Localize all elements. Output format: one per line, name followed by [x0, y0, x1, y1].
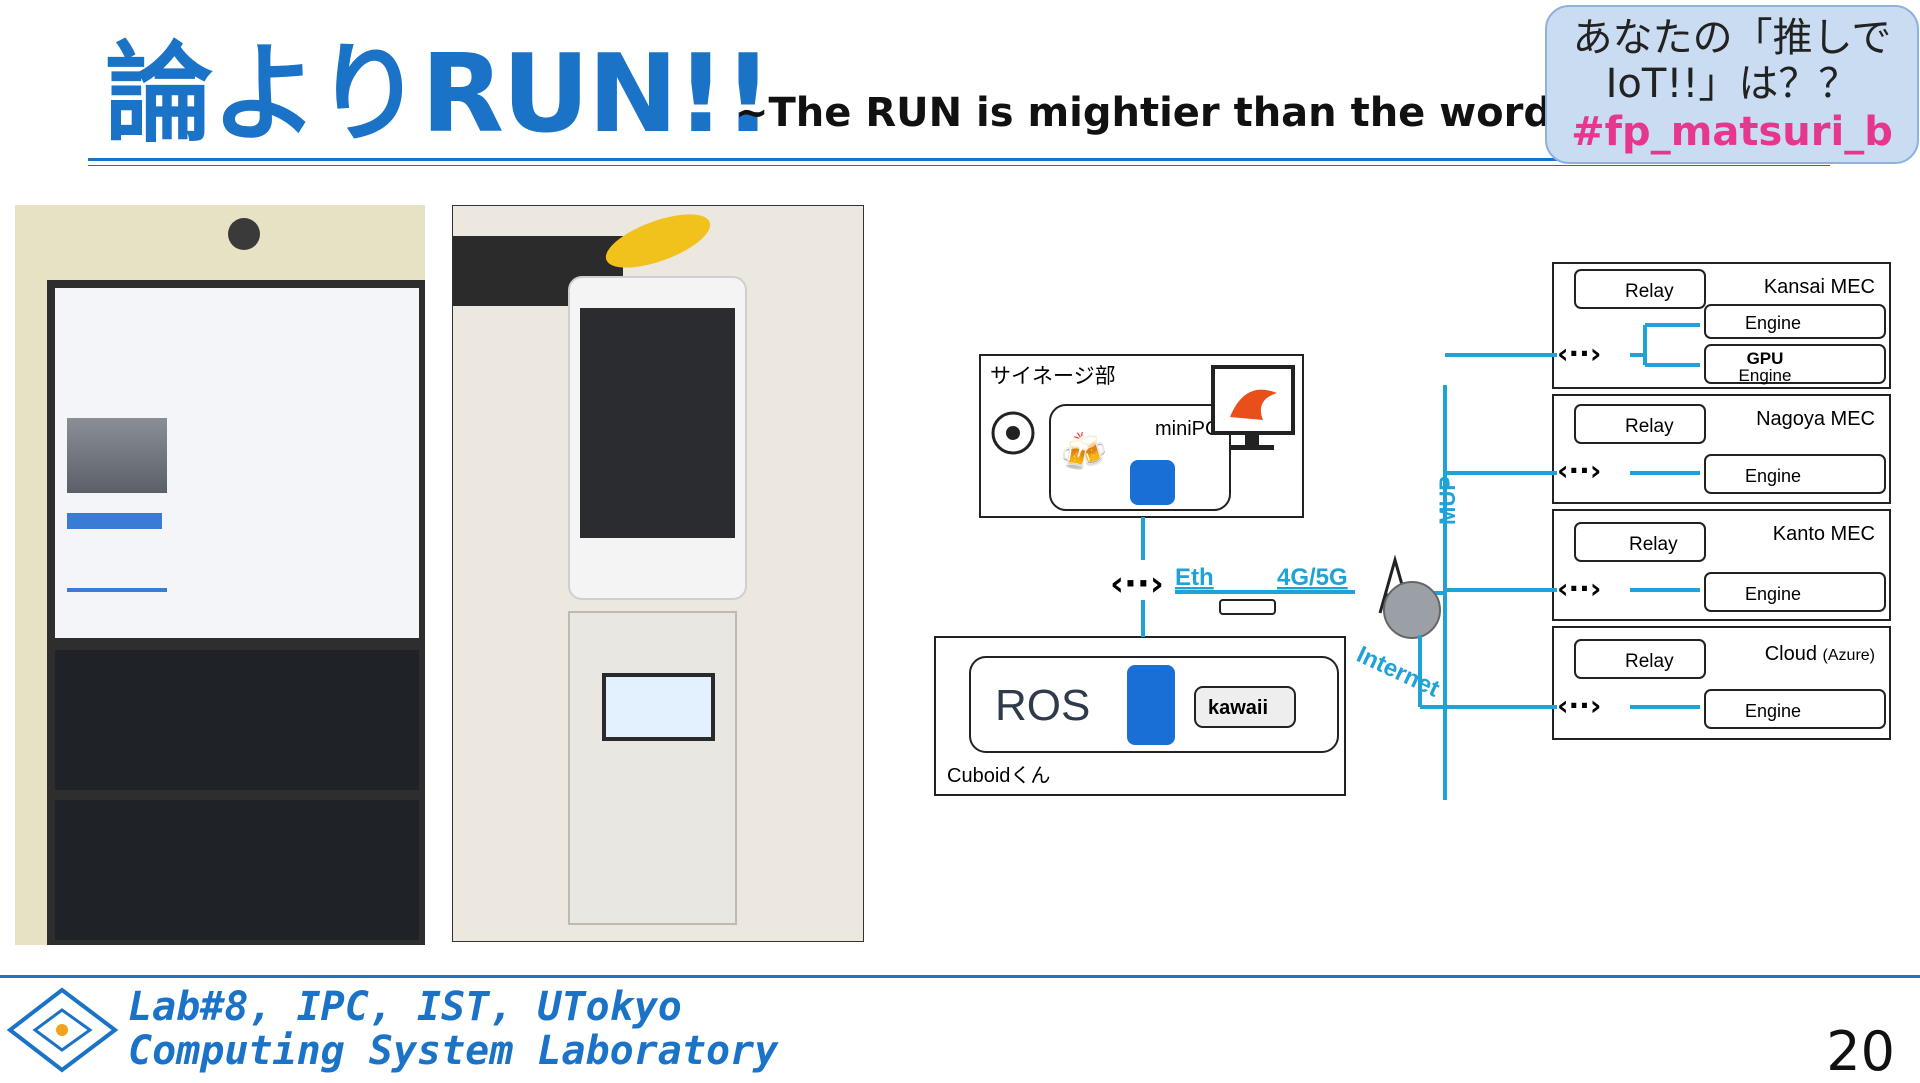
cluster-cloud: Cloud (Azure) Relay Engine ‹··›	[1420, 627, 1890, 739]
slide-subtitle: ~The RUN is mightier than the word~	[735, 90, 1586, 136]
dragon-icon-ros	[1127, 665, 1175, 745]
eth-label: Eth	[1175, 564, 1214, 591]
gpu-engine-label: Engine	[1739, 366, 1792, 385]
lab-name-line-2: Computing System Laboratory	[128, 1029, 778, 1073]
callout-line-2: IoT!!」は？？	[1547, 61, 1917, 107]
terminal-bottom	[55, 800, 419, 940]
robot-body	[568, 611, 737, 925]
signage-screen-photo	[15, 205, 425, 945]
robot-display	[568, 276, 747, 600]
router-icon	[1220, 600, 1275, 614]
mup-label: MUP	[1435, 476, 1460, 525]
engine-label: Engine	[1745, 313, 1801, 333]
hashtag: #fp_matsuri_b	[1547, 107, 1917, 157]
title-underline-thin	[88, 165, 1830, 166]
camera-icon	[228, 218, 260, 250]
slide-title: 論よりRUN!!	[105, 30, 771, 160]
hashtag-callout: あなたの「推しで IoT!!」は？？ #fp_matsuri_b	[1545, 5, 1919, 164]
ros-label: ROS	[995, 681, 1090, 730]
beer-icon: 🍻	[1060, 430, 1107, 474]
progress-bar	[67, 588, 167, 592]
internet-label: Internet	[1352, 641, 1443, 703]
network-diagram: サイネージ部 miniPC 🍻 ROS kawaii Cuboidくん ‹··›…	[885, 255, 1915, 875]
signage-label: サイネージ部	[990, 365, 1116, 388]
screen-frame	[47, 280, 425, 945]
relay-label: Relay	[1625, 416, 1674, 437]
kawaii-label: kawaii	[1208, 697, 1268, 719]
robot-photo	[452, 205, 864, 942]
blue-selection	[67, 513, 162, 529]
engine-label: Engine	[1745, 466, 1801, 486]
switch-icon: ‹··›	[1557, 572, 1601, 605]
cluster-cloud-name: Cloud (Azure)	[1765, 643, 1875, 665]
engine-label: Engine	[1745, 584, 1801, 604]
cluster-kansai: Kansai MEC Relay Engine GPU Engine ‹··›	[1445, 263, 1890, 388]
terminal-top	[55, 650, 419, 790]
cluster-kansai-name: Kansai MEC	[1764, 276, 1875, 298]
switch-icon: ‹··›	[1110, 564, 1164, 604]
robot-screen	[580, 308, 735, 538]
cellular-label: 4G/5G	[1277, 564, 1348, 591]
lab-logo-icon	[5, 985, 120, 1075]
dragon-icon	[1130, 460, 1175, 505]
engine-label: Engine	[1745, 701, 1801, 721]
relay-label: Relay	[1625, 281, 1674, 302]
switch-icon: ‹··›	[1557, 454, 1601, 487]
relay-label: Relay	[1629, 534, 1678, 555]
page-number: 20	[1826, 1020, 1895, 1083]
cluster-nagoya: Nagoya MEC Relay Engine ‹··›	[1445, 395, 1890, 503]
lab-name-line-1: Lab#8, IPC, IST, UTokyo	[128, 985, 778, 1029]
minipc-label: miniPC	[1155, 418, 1219, 440]
footer-rule	[0, 975, 1920, 978]
internet-router-icon	[1384, 582, 1440, 638]
browser-view	[55, 288, 419, 638]
switch-icon: ‹··›	[1557, 337, 1601, 370]
robot-face-screen	[602, 673, 715, 741]
lab-name: Lab#8, IPC, IST, UTokyo Computing System…	[128, 985, 778, 1073]
cluster-kanto: Kanto MEC Relay Engine ‹··›	[1445, 510, 1890, 620]
cluster-nagoya-name: Nagoya MEC	[1756, 408, 1875, 430]
switch-icon: ‹··›	[1557, 689, 1601, 722]
cuboid-label: Cuboidくん	[947, 765, 1050, 787]
cluster-kanto-name: Kanto MEC	[1773, 523, 1875, 545]
thumbnail-image	[67, 418, 167, 493]
relay-label: Relay	[1625, 651, 1674, 672]
callout-line-1: あなたの「推しで	[1547, 15, 1917, 61]
